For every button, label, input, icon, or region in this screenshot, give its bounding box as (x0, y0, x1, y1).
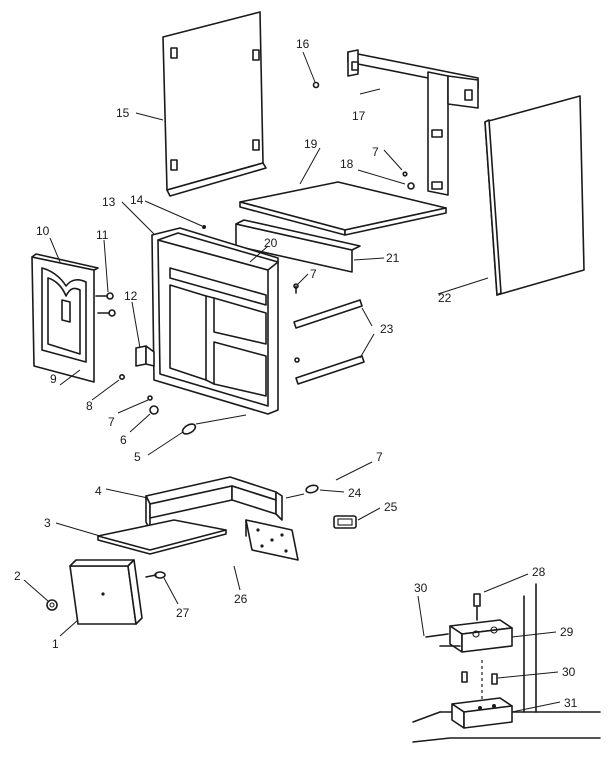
part-6-bumper (149, 405, 159, 415)
part-24-clip (285, 484, 319, 499)
callout-2: 2 (14, 569, 21, 583)
callout-11: 11 (96, 228, 109, 242)
part-7-screw (147, 171, 408, 401)
part-11-knob (95, 292, 116, 317)
part-8-screw (119, 373, 126, 380)
callout-7a: 7 (372, 145, 379, 159)
part-5-catch (181, 414, 247, 435)
callout-9: 9 (50, 372, 57, 386)
callout-31: 31 (564, 696, 578, 710)
callout-14: 14 (130, 193, 144, 207)
callout-1: 1 (52, 637, 59, 651)
callout-30a: 30 (414, 581, 428, 595)
part-9-door (31, 253, 99, 383)
callout-4: 4 (95, 484, 102, 498)
callout-13: 13 (102, 195, 116, 209)
part-22-back-panel (484, 95, 585, 296)
part-4-base-frame (145, 476, 283, 531)
part-3-bottom-board (97, 519, 227, 555)
part-20-top-rail (157, 232, 279, 271)
inset-detail (412, 583, 601, 743)
callout-5: 5 (134, 450, 141, 464)
callout-3: 3 (44, 516, 51, 530)
callout-15: 15 (116, 106, 130, 120)
part-25-pad (333, 515, 357, 529)
callout-27: 27 (176, 606, 190, 620)
part-19-bottom-shelf (239, 181, 447, 236)
callout-17: 17 (352, 109, 366, 123)
part-17-rear-frame (347, 49, 479, 196)
callout-29: 29 (560, 625, 574, 639)
part-16-screw (302, 51, 320, 89)
callout-21: 21 (386, 251, 400, 265)
callout-20: 20 (264, 236, 278, 250)
callout-24: 24 (348, 486, 362, 500)
callout-6: 6 (120, 433, 127, 447)
callout-7d: 7 (376, 450, 383, 464)
part-14-screw (202, 225, 206, 229)
callout-30b: 30 (562, 665, 576, 679)
part-2-knob (46, 599, 58, 611)
part-27-pull (145, 571, 166, 579)
callout-28: 28 (532, 565, 546, 579)
callout-25: 25 (384, 500, 398, 514)
callout-16: 16 (296, 37, 310, 51)
callout-labels: 15 16 17 19 18 7 13 14 20 21 7 22 23 10 … (14, 37, 578, 710)
callout-22: 22 (438, 291, 452, 305)
leader-lines (23, 88, 561, 713)
part-18-screw (407, 182, 415, 190)
callout-26: 26 (234, 592, 248, 606)
callout-12: 12 (124, 289, 138, 303)
part-12-hinge (135, 345, 155, 367)
callout-23: 23 (380, 322, 394, 336)
callout-8: 8 (86, 399, 93, 413)
part-21-toe-kick (235, 219, 361, 273)
part-26-bracket (245, 519, 299, 561)
part-23-rails (293, 299, 365, 385)
part-15-side-panel (162, 11, 267, 197)
callout-10: 10 (36, 224, 50, 238)
callout-19: 19 (304, 137, 318, 151)
part-1-drawer-front (69, 559, 143, 625)
callout-7b: 7 (310, 267, 317, 281)
callout-18: 18 (340, 157, 354, 171)
callout-7c: 7 (108, 415, 115, 429)
